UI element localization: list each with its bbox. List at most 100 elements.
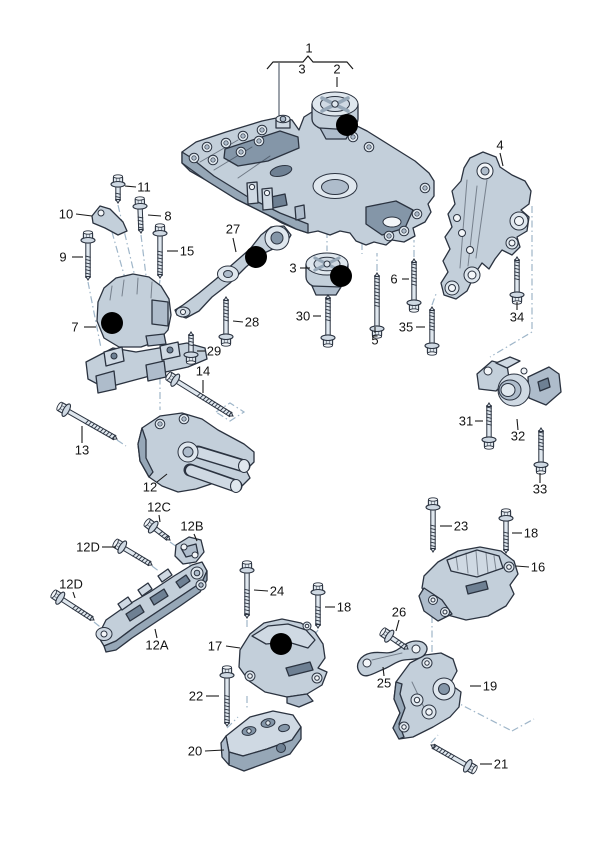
part-detail-line xyxy=(199,139,239,163)
bolt-washer xyxy=(147,520,159,534)
bolt-thread xyxy=(77,608,83,614)
callout-19: 19 xyxy=(483,678,497,693)
bolt-boss-hole xyxy=(210,157,216,163)
bolt-thread xyxy=(438,748,444,753)
bolt-thread xyxy=(486,420,492,423)
bolt-thread xyxy=(486,416,492,419)
bolt-thread xyxy=(244,598,250,602)
bolt-tip xyxy=(402,644,409,650)
bolt-thread xyxy=(132,552,137,557)
bolt-boss-hole xyxy=(240,133,246,139)
group-brace xyxy=(266,55,354,70)
part-face xyxy=(157,568,173,583)
bolt-thread xyxy=(411,273,417,276)
bolt-thread xyxy=(503,541,509,544)
part-hole xyxy=(248,183,256,191)
bolt-boss-hole xyxy=(238,149,244,155)
part-hole xyxy=(246,728,252,734)
part-hole xyxy=(182,446,194,458)
bolt-shank xyxy=(429,309,435,346)
callout-32: 32 xyxy=(511,428,525,443)
bolt-washer xyxy=(110,180,126,188)
bolt-boss-hole xyxy=(259,127,265,133)
bolt-thread xyxy=(374,284,380,287)
callout-leader-32 xyxy=(516,418,519,431)
callout-leader-12 xyxy=(156,473,168,483)
callout-leader-12B xyxy=(193,533,198,542)
part-face xyxy=(286,693,314,708)
part-hole xyxy=(304,623,310,629)
part-face xyxy=(356,640,428,677)
bolt-thread xyxy=(514,261,520,264)
bolt-thread xyxy=(430,538,436,541)
callout-3-top: 3 xyxy=(298,61,305,76)
bolt-thread xyxy=(213,403,219,408)
bolt-head-top xyxy=(371,334,383,339)
marker-dot-4 xyxy=(101,312,123,334)
bolt-shank xyxy=(65,407,117,441)
bolt-thread xyxy=(538,441,544,444)
bolt-thread xyxy=(444,751,449,757)
bolt-thread xyxy=(432,744,438,750)
part-detail-line xyxy=(465,552,469,574)
bolt-thread xyxy=(223,312,229,315)
bolt-thread xyxy=(315,609,321,612)
bolt-thread xyxy=(538,448,544,451)
part-hole xyxy=(424,660,430,666)
part-hole xyxy=(166,346,174,354)
bolt-tip xyxy=(243,614,251,619)
construction-line xyxy=(431,293,437,306)
callout-leader-20 xyxy=(204,749,225,752)
callout-27: 27 xyxy=(226,221,240,236)
bolt-6 xyxy=(406,258,422,313)
callout-3-mid: 3 xyxy=(289,260,296,275)
bolt-washer xyxy=(80,236,96,244)
part-face xyxy=(495,356,521,369)
bolt-tip xyxy=(137,228,144,234)
part-hole xyxy=(265,720,271,726)
bolt-tip xyxy=(410,258,418,263)
bolt-33 xyxy=(533,427,549,475)
bolt-24 xyxy=(239,560,255,619)
part-detail-line xyxy=(237,155,271,179)
part-face xyxy=(175,574,191,589)
bolt-thread xyxy=(325,298,331,301)
part-hole xyxy=(323,260,331,268)
bolt-boss-hole xyxy=(401,228,407,234)
bolt-head-top xyxy=(82,230,94,235)
callout-12C: 12C xyxy=(147,499,171,514)
bolt-thread xyxy=(137,216,144,219)
callout-7: 7 xyxy=(71,319,78,334)
part-hole xyxy=(466,246,474,254)
bolt-thread xyxy=(429,321,435,325)
bolt-thread xyxy=(223,315,229,319)
bolt-thread xyxy=(538,445,544,448)
bolt-thread xyxy=(429,315,435,318)
part-hole xyxy=(425,708,433,716)
bolt-thread xyxy=(224,698,230,701)
bolt-thread xyxy=(514,271,520,274)
bolt-shank xyxy=(188,334,194,355)
part-face xyxy=(440,151,532,300)
part-detail-line xyxy=(109,285,113,301)
bolt-head-top xyxy=(322,343,334,348)
callout-leader-24 xyxy=(253,589,269,592)
callout-28: 28 xyxy=(245,314,259,329)
callout-leader-17 xyxy=(225,645,241,649)
bolt-22 xyxy=(219,665,235,727)
bolt-thread xyxy=(244,609,250,612)
bolt-thread xyxy=(374,304,380,308)
bolt-thread xyxy=(99,427,104,433)
bolt-12C xyxy=(143,518,171,541)
bolt-thread xyxy=(96,426,102,431)
bolt-thread xyxy=(157,260,163,263)
bolt-tip xyxy=(84,276,92,281)
callout-12: 12 xyxy=(143,479,157,494)
part-hole xyxy=(506,564,512,570)
bolt-head-top xyxy=(427,497,439,502)
bolt-thread xyxy=(157,253,163,257)
bolt-thread xyxy=(85,255,91,258)
part-hole xyxy=(100,630,108,638)
part-hole xyxy=(270,231,284,245)
